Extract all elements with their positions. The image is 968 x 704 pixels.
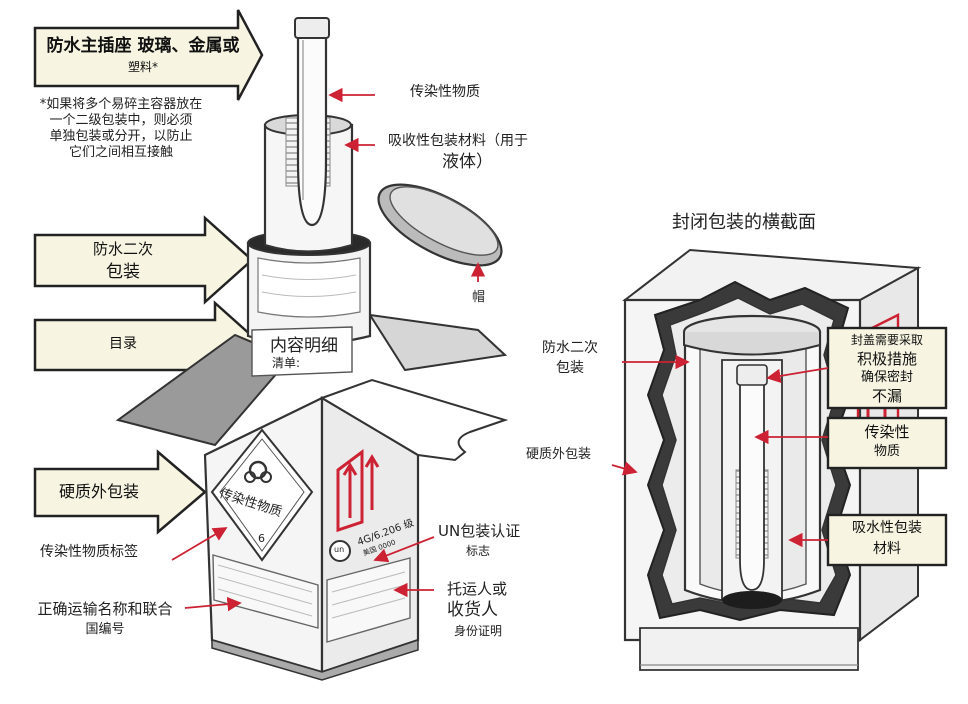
cs-seal-4: 不漏	[871, 387, 902, 405]
un-logo	[329, 540, 351, 562]
cs-seal-3: 确保密封	[860, 370, 913, 385]
contents-list-paper	[251, 326, 353, 377]
pointer-lines-left	[171, 87, 486, 612]
label-absorbent-2: 液体）	[442, 152, 493, 172]
label-shipper-1: 托运人或	[447, 580, 508, 598]
pointer-lines-right	[611, 354, 829, 548]
callout-arrow-outer	[33, 449, 207, 535]
callout-box-seal	[826, 326, 948, 410]
note-line-1: *如果将多个易碎主容器放在	[39, 97, 203, 112]
note-line-3: 单独包装或分开，以防止	[49, 129, 193, 144]
outer-box	[115, 313, 509, 681]
cs-seal-1: 封盖需要采取	[850, 333, 923, 347]
cs-outer: 硬质外包装	[526, 447, 592, 462]
cs-infectious-1: 传染性	[864, 423, 910, 441]
cap	[377, 183, 503, 267]
label-outer-packaging: 硬质外包装	[58, 482, 139, 501]
hazard-diamond-number: 6	[258, 532, 265, 545]
label-itemized-list: 目录	[109, 336, 137, 352]
cs-secondary-2: 包装	[556, 360, 584, 376]
note-line-4: 它们之间相互接触	[68, 145, 173, 160]
cs-seal-2: 积极措施	[856, 350, 917, 368]
cs-infectious-2: 物质	[873, 444, 900, 459]
label-secondary-line-1: 防水二次	[92, 240, 153, 258]
label-shipper-3: 身份证明	[454, 624, 503, 638]
label-shipper-2: 收货人	[447, 600, 498, 620]
label-shipping-name-2: 国编号	[85, 622, 125, 637]
label-primary-receptacle: 防水主插座 玻璃、金属或	[46, 36, 240, 56]
label-primary-plastic: 塑料*	[127, 60, 158, 74]
label-un-mark-1: UN包装认证	[438, 522, 521, 540]
label-secondary-line-2: 包装	[106, 262, 140, 282]
label-cap: 帽	[472, 290, 486, 305]
hazard-diamond	[210, 428, 314, 562]
label-infectious-substance: 传染性物质	[410, 84, 480, 100]
cross-section-title: 封闭包装的横截面	[672, 212, 816, 233]
callout-arrow-primary	[33, 9, 264, 101]
cs-absorbent-2: 材料	[873, 541, 901, 557]
callout-box-absorbent	[826, 513, 948, 567]
callout-box-infectious	[826, 416, 948, 470]
label-shipping-name-1: 正确运输名称和联合	[37, 600, 173, 618]
label-absorbent-1: 吸收性包装材料（用于	[388, 133, 528, 149]
callout-arrow-secondary	[33, 215, 254, 305]
cs-absorbent-1: 吸水性包装	[852, 520, 922, 536]
un-logo-text: un	[334, 545, 345, 554]
contents-list-title: 内容明细	[270, 336, 338, 356]
cs-secondary-1: 防水二次	[542, 340, 598, 356]
label-un-mark-2: 标志	[466, 544, 491, 558]
cross-section-secondary	[682, 314, 822, 609]
primary-vial	[294, 17, 330, 227]
note-line-2: 一个二级包装中，则必须	[49, 113, 193, 128]
contents-list-sub: 清单:	[272, 356, 301, 370]
label-hazard-label: 传染性物质标签	[40, 544, 138, 560]
